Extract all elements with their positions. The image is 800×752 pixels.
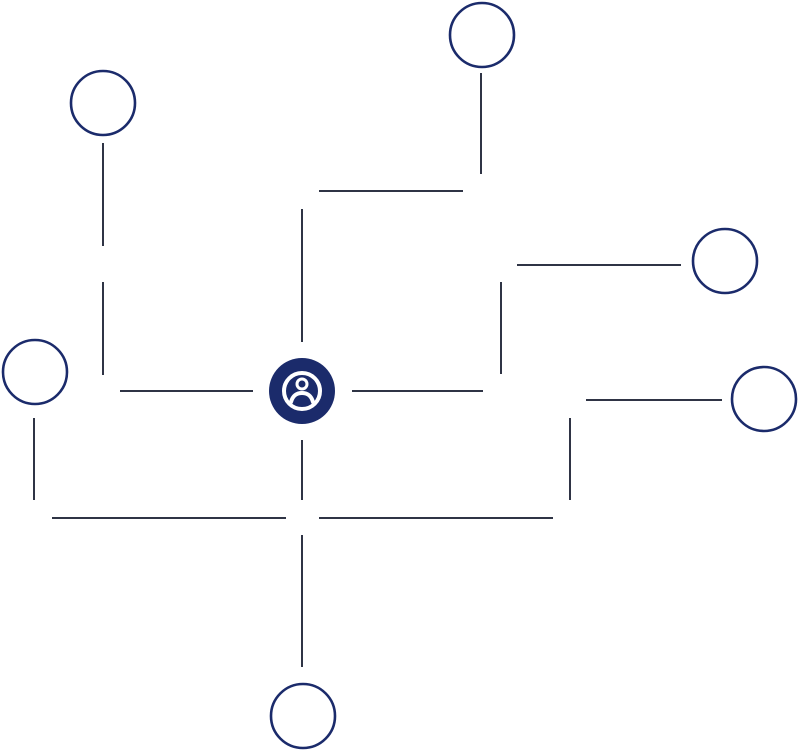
user-icon-body — [289, 390, 315, 404]
left-node — [1, 338, 69, 406]
bottom-node — [269, 682, 337, 750]
top-left-node — [69, 69, 137, 137]
user-icon-head — [295, 377, 309, 391]
center-user-node — [269, 358, 335, 424]
top-right-node — [448, 1, 516, 69]
user-icon-ring — [282, 371, 322, 411]
user-icon — [282, 371, 322, 411]
right-middle-node — [730, 365, 798, 433]
right-upper-node — [691, 227, 759, 295]
connector-lines — [33, 73, 722, 667]
